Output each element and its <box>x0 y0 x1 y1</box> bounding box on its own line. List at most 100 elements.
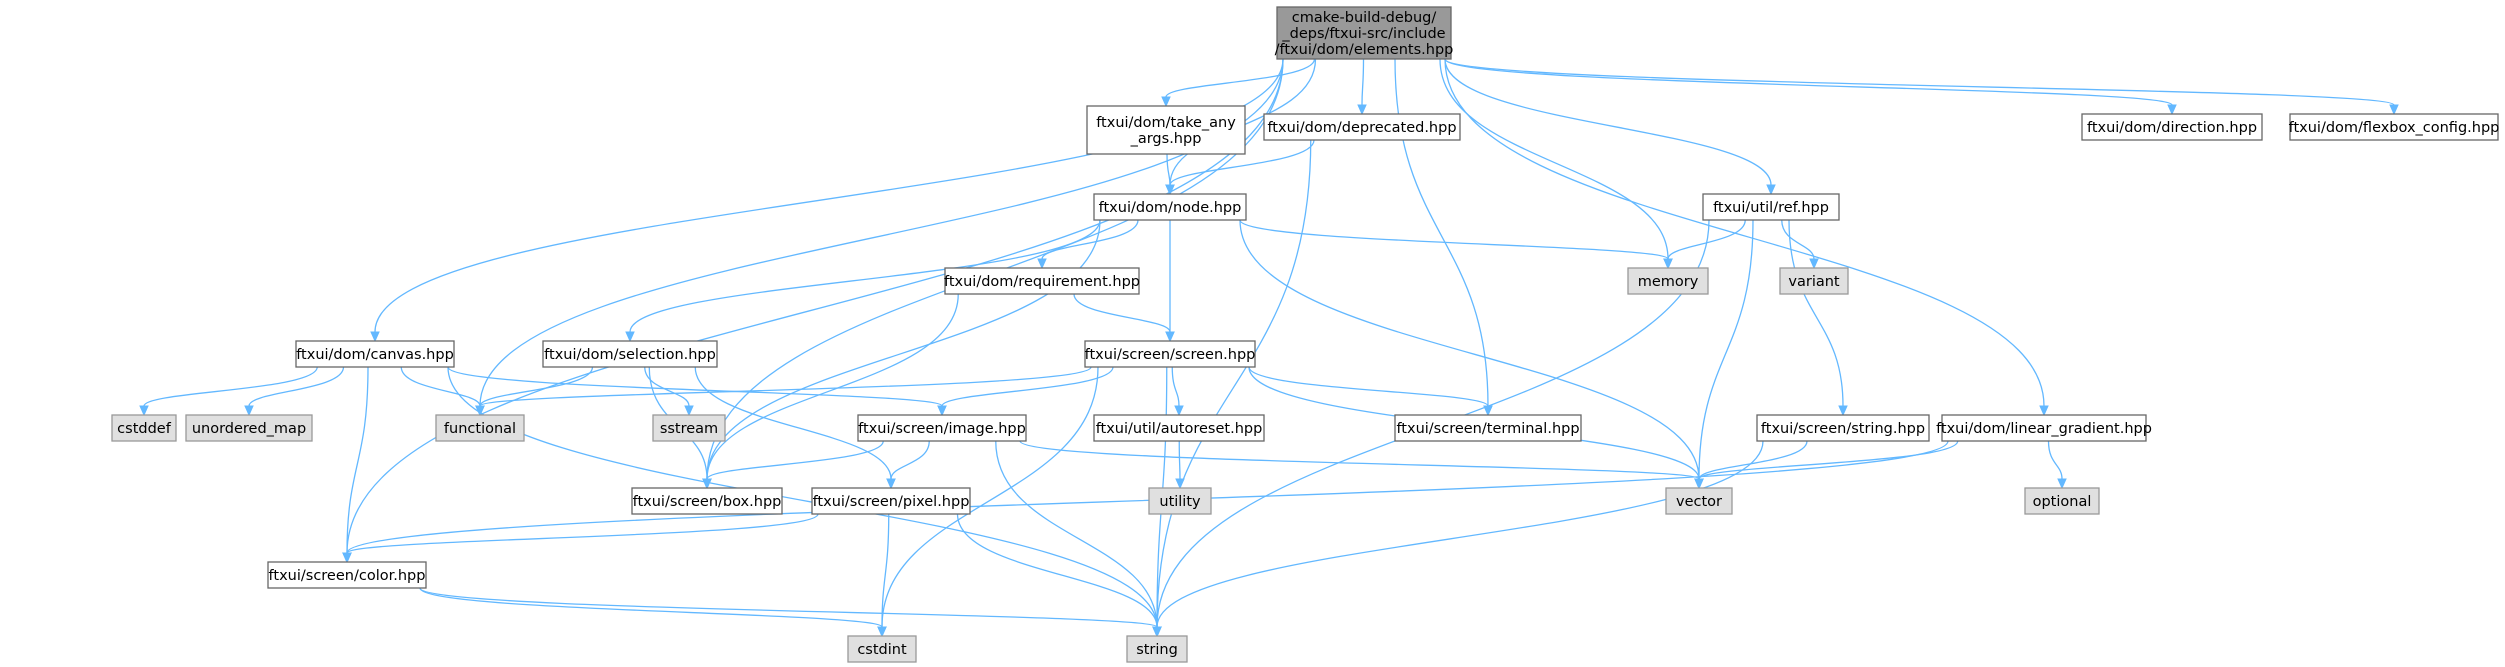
edge-screen-to-autoreset <box>1171 366 1184 417</box>
edge-node-to-requirement <box>1037 219 1139 270</box>
edge-image-to-string <box>995 440 1162 638</box>
node-string: string <box>1126 635 1188 663</box>
node-image[interactable]: ftxui/screen/image.hpp <box>857 414 1027 442</box>
edge-string_hpp-to-string <box>1152 440 1764 638</box>
node-root[interactable]: cmake-build-debug/_deps/ftxui-src/includ… <box>1275 6 1454 60</box>
node-memory: memory <box>1627 267 1709 295</box>
edge-node-to-vector <box>1239 219 1704 490</box>
node-utility: utility <box>1148 487 1212 515</box>
node-label-line: ftxui/dom/flexbox_config.hpp <box>2289 120 2500 136</box>
edge-string_hpp-to-vector <box>1694 440 1808 490</box>
node-label-line: ftxui/dom/linear_gradient.hpp <box>1936 421 2152 437</box>
edge-canvas-to-cstddef <box>139 366 318 417</box>
node-label-line: ftxui/screen/color.hpp <box>269 568 426 584</box>
node-string-hpp[interactable]: ftxui/screen/string.hpp <box>1756 414 1930 442</box>
edge-color-to-string <box>419 587 1162 638</box>
node-take-any-args[interactable]: ftxui/dom/take_any_args.hpp <box>1086 105 1246 155</box>
node-screen[interactable]: ftxui/screen/screen.hpp <box>1084 340 1256 368</box>
edge-ref-to-string_hpp <box>1788 219 1848 417</box>
node-label-line: _args.hpp <box>1130 131 1202 147</box>
node-optional: optional <box>2024 487 2100 515</box>
node-label-line: cstddef <box>117 421 172 437</box>
node-label-line: ftxui/dom/selection.hpp <box>544 347 716 363</box>
node-label-line: ftxui/screen/screen.hpp <box>1085 347 1256 363</box>
node-label-line: /ftxui/dom/elements.hpp <box>1275 42 1454 58</box>
node-linear-gradient[interactable]: ftxui/dom/linear_gradient.hpp <box>1936 414 2152 442</box>
node-label-line: ftxui/util/autoreset.hpp <box>1096 421 1263 437</box>
node-label-line: ftxui/dom/deprecated.hpp <box>1267 120 1456 136</box>
node-deprecated[interactable]: ftxui/dom/deprecated.hpp <box>1263 113 1461 141</box>
edge-linear_gradient-to-optional <box>2047 440 2067 490</box>
node-label-line: _deps/ftxui-src/include <box>1281 26 1445 42</box>
edge-ref-to-memory <box>1663 219 1746 270</box>
edge-requirement-to-screen <box>1073 293 1175 343</box>
edge-selection-to-sstream <box>644 366 694 417</box>
edge-canvas-to-image <box>447 366 947 417</box>
node-label-line: ftxui/screen/pixel.hpp <box>813 494 970 510</box>
edge-node-to-selection <box>625 219 1101 343</box>
node-label-line: ftxui/screen/terminal.hpp <box>1396 421 1579 437</box>
edge-pixel-to-string <box>956 513 1162 638</box>
edge-root-to-deprecated <box>1357 58 1367 116</box>
node-vector: vector <box>1665 487 1733 515</box>
node-direction[interactable]: ftxui/dom/direction.hpp <box>2081 113 2263 141</box>
node-node[interactable]: ftxui/dom/node.hpp <box>1093 193 1247 221</box>
node-label-line: ftxui/screen/image.hpp <box>858 421 1026 437</box>
edge-ref-to-variant <box>1781 219 1819 270</box>
edge-image-to-box <box>702 440 884 490</box>
edge-canvas-to-color <box>342 366 369 564</box>
edge-root-to-linear_gradient <box>1444 58 2049 417</box>
edge-screen-to-functional <box>475 366 1092 417</box>
node-variant: variant <box>1779 267 1849 295</box>
edge-node-to-screen <box>1165 220 1175 343</box>
node-ref[interactable]: ftxui/util/ref.hpp <box>1702 193 1840 221</box>
node-terminal[interactable]: ftxui/screen/terminal.hpp <box>1394 414 1582 442</box>
edge-linear_gradient-to-vector <box>1694 440 1959 490</box>
node-label-line: functional <box>444 421 516 437</box>
node-label-line: cstdint <box>857 642 907 658</box>
node-functional: functional <box>435 414 525 442</box>
edge-image-to-vector <box>1019 440 1704 490</box>
edges-layer <box>139 58 2399 638</box>
edge-screen-to-image <box>937 366 1114 417</box>
node-label-line: sstream <box>660 421 718 437</box>
node-label-line: utility <box>1159 494 1201 510</box>
edge-root-to-flexbox_config <box>1444 58 2399 116</box>
node-label-line: vector <box>1676 494 1722 510</box>
node-label-line: ftxui/dom/direction.hpp <box>2087 120 2257 136</box>
edge-image-to-pixel <box>886 440 930 490</box>
edge-color-to-cstdint <box>419 587 887 638</box>
edge-canvas-to-functional <box>400 366 485 417</box>
node-label-line: memory <box>1638 274 1699 290</box>
node-label-line: ftxui/dom/node.hpp <box>1099 200 1242 216</box>
edge-root-to-direction <box>1444 58 2177 116</box>
node-label-line: variant <box>1788 274 1840 290</box>
node-label-line: ftxui/dom/canvas.hpp <box>296 347 454 363</box>
node-sstream: sstream <box>652 414 726 442</box>
node-box[interactable]: ftxui/screen/box.hpp <box>631 487 783 515</box>
edge-root-to-terminal <box>1394 58 1493 417</box>
node-label-line: cmake-build-debug/ <box>1292 10 1437 26</box>
node-label-line: string <box>1136 642 1178 658</box>
node-canvas[interactable]: ftxui/dom/canvas.hpp <box>295 340 455 368</box>
edge-selection-to-functional <box>475 366 594 417</box>
edge-ref-to-vector <box>1694 219 1754 490</box>
node-label-line: ftxui/dom/requirement.hpp <box>944 274 1140 290</box>
node-label-line: ftxui/screen/box.hpp <box>633 494 782 510</box>
node-selection[interactable]: ftxui/dom/selection.hpp <box>542 340 718 368</box>
node-label-line: ftxui/util/ref.hpp <box>1713 200 1829 216</box>
node-autoreset[interactable]: ftxui/util/autoreset.hpp <box>1093 414 1265 442</box>
edge-autoreset-to-utility <box>1175 440 1185 490</box>
edge-pixel-to-color <box>342 513 819 564</box>
edge-root-to-ref <box>1444 58 1776 196</box>
node-color[interactable]: ftxui/screen/color.hpp <box>267 561 427 589</box>
node-unordered-map: unordered_map <box>185 414 313 442</box>
nodes-layer: cmake-build-debug/_deps/ftxui-src/includ… <box>111 6 2500 663</box>
node-pixel[interactable]: ftxui/screen/pixel.hpp <box>811 487 971 515</box>
edge-canvas-to-string <box>447 366 1162 638</box>
edge-deprecated-to-node <box>1165 139 1315 196</box>
edge-screen-to-terminal <box>1248 366 1493 417</box>
node-requirement[interactable]: ftxui/dom/requirement.hpp <box>944 267 1140 295</box>
node-flexbox-config[interactable]: ftxui/dom/flexbox_config.hpp <box>2289 113 2500 141</box>
